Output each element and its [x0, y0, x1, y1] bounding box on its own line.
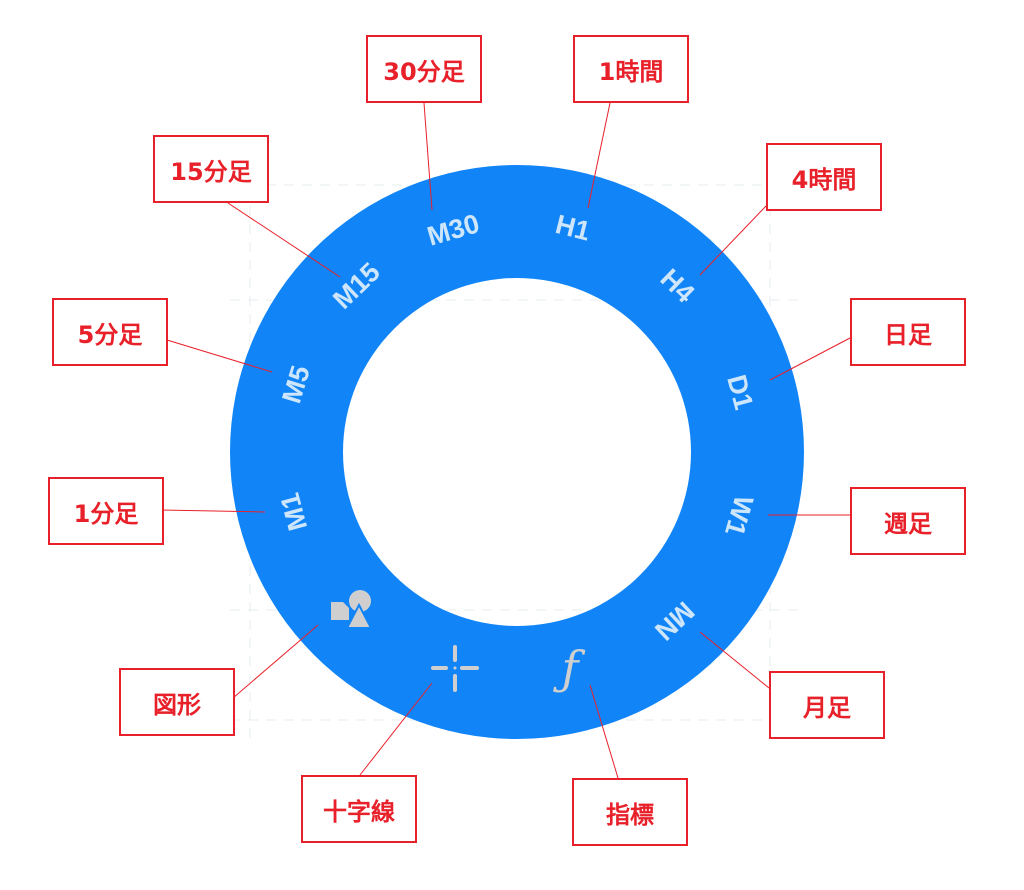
- leader-line: [166, 339, 273, 373]
- callout-label: 1分足: [48, 477, 164, 545]
- callout-label: 30分足: [366, 35, 482, 103]
- leader-line: [587, 102, 611, 209]
- leader-line: [232, 624, 319, 699]
- callout-label: 日足: [850, 298, 966, 366]
- callout-label: 15分足: [153, 135, 269, 203]
- leader-line: [699, 631, 770, 689]
- leader-line: [160, 509, 266, 513]
- radial-menu-ring: [230, 165, 804, 739]
- callout-label: 十字線: [301, 775, 417, 843]
- callout-label: 4時間: [766, 143, 882, 211]
- crosshair-icon[interactable]: [431, 645, 479, 692]
- leader-line: [589, 684, 619, 779]
- leader-line: [769, 337, 851, 381]
- leader-lines: [160, 102, 851, 779]
- leader-line: [227, 202, 341, 278]
- callout-label: 1時間: [573, 35, 689, 103]
- callout-label: 月足: [769, 671, 885, 739]
- callout-label: 図形: [119, 668, 235, 736]
- leader-line: [359, 682, 433, 776]
- leader-line: [423, 102, 433, 211]
- shapes-icon[interactable]: [331, 590, 373, 629]
- callout-label: 5分足: [52, 298, 168, 366]
- leader-line: [699, 205, 767, 276]
- callout-label: 週足: [850, 487, 966, 555]
- callout-label: 指標: [572, 778, 688, 846]
